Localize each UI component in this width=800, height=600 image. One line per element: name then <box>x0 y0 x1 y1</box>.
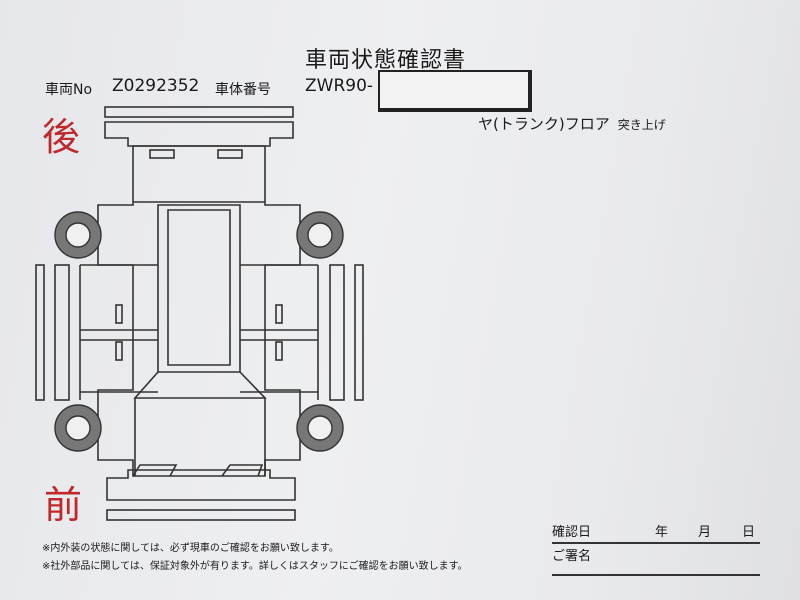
footnote-2: ※社外部品に関しては、保証対象外が有ります。詳しくはスタッフにご確認をお願い致し… <box>42 561 468 572</box>
front-bumper-bottom <box>106 509 296 521</box>
wheel-front-left <box>65 415 91 441</box>
damage-note-location: ヤ(トランク)フロア <box>478 115 610 133</box>
day-label: 日 <box>742 525 756 540</box>
chassis-label: 車体番号 <box>215 82 271 98</box>
vehicle-no-label: 車両No <box>45 82 93 98</box>
left-front-handle <box>115 341 123 361</box>
vehicle-no-value: Z0292352 <box>112 76 200 96</box>
front-bumper <box>106 469 296 501</box>
chassis-number: ZWR90- <box>305 76 374 96</box>
redaction-sticker <box>378 70 532 112</box>
left-outer-sill <box>35 264 45 401</box>
month-label: 月 <box>698 525 712 540</box>
right-inner-sill <box>329 264 345 401</box>
damage-note-type: 突き上げ <box>617 118 666 132</box>
right-rear-handle <box>275 304 283 324</box>
front-label: 前 <box>44 483 83 527</box>
year-label: 年 <box>655 525 669 540</box>
confirm-date-field[interactable]: 確認日 年 月 日 <box>552 522 760 544</box>
wheel-rear-left <box>65 222 91 248</box>
confirm-date-label: 確認日 <box>552 525 592 540</box>
signature-block: 確認日 年 月 日 ご署名 <box>552 522 760 576</box>
rear-lamp-left <box>149 149 175 159</box>
rear-lamp-right <box>217 149 243 159</box>
right-outer-sill <box>354 264 364 401</box>
right-doors <box>240 264 319 400</box>
body-outline <box>97 145 301 477</box>
rear-bumper-top <box>104 106 294 118</box>
roof <box>157 204 241 373</box>
rear-label: 後 <box>42 115 81 159</box>
rear-bumper <box>104 121 294 147</box>
signature-field[interactable]: ご署名 <box>552 544 760 576</box>
wheel-front-right <box>307 415 333 441</box>
right-front-handle <box>275 341 283 361</box>
left-doors <box>79 264 158 400</box>
footnote-1: ※内外装の状態に関しては、必ず現車のご確認をお願い致します。 <box>42 543 339 554</box>
wheel-rear-right <box>307 222 333 248</box>
damage-note: ヤ(トランク)フロア突き上げ <box>478 113 666 134</box>
signature-label: ご署名 <box>552 549 592 564</box>
roof-inner <box>167 209 231 366</box>
windshield <box>133 371 267 399</box>
document-title: 車両状態確認書 <box>305 48 467 73</box>
left-inner-sill <box>54 264 70 401</box>
left-rear-handle <box>115 304 123 324</box>
